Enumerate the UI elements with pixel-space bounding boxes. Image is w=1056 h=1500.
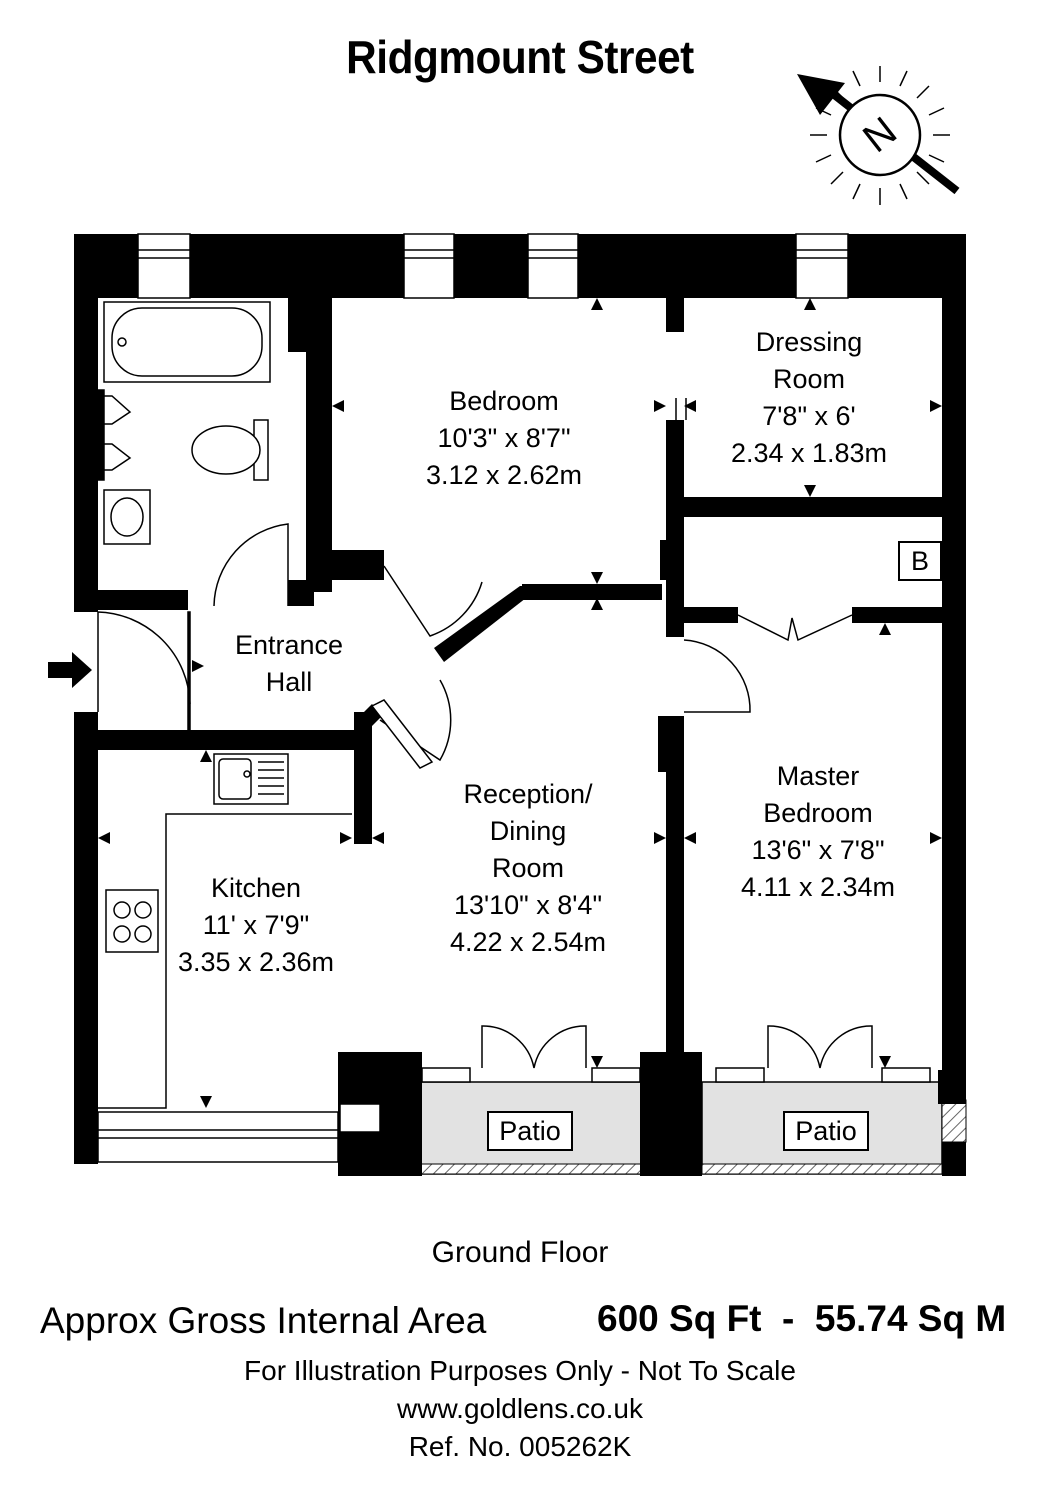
disclaimer: For Illustration Purposes Only - Not To … bbox=[244, 1355, 796, 1386]
room-master-bedroom: Master Bedroom 13'6" x 7'8" 4.11 x 2.34m bbox=[718, 758, 918, 906]
street-title: Ridgmount Street bbox=[346, 31, 694, 83]
patio-label-right: Patio bbox=[783, 1111, 869, 1151]
toilet-icon bbox=[191, 425, 261, 475]
room-name-line2: Dining bbox=[489, 816, 567, 846]
room-metric: 3.35 x 2.36m bbox=[177, 947, 335, 977]
website: www.goldlens.co.uk bbox=[397, 1393, 643, 1424]
room-name-line1: Dressing bbox=[755, 327, 863, 357]
dimension-arrows bbox=[98, 298, 942, 1108]
patio-label-left: Patio bbox=[487, 1111, 573, 1151]
entrance-arrow-icon bbox=[48, 652, 92, 688]
boiler-label: B bbox=[898, 541, 942, 581]
room-metric: 4.11 x 2.34m bbox=[740, 872, 896, 902]
hob-icon bbox=[105, 889, 159, 953]
room-entrance-hall: Entrance Hall bbox=[189, 627, 389, 701]
reference: Ref. No. 005262K bbox=[408, 1431, 632, 1462]
room-name-line1: Entrance bbox=[234, 630, 344, 660]
north-arrow-icon: N bbox=[797, 66, 960, 205]
room-metric: 4.22 x 2.54m bbox=[449, 927, 607, 957]
room-name-line2: Bedroom bbox=[763, 798, 873, 828]
room-name-line1: Master bbox=[776, 761, 860, 791]
room-metric: 2.34 x 1.83m bbox=[730, 438, 888, 468]
room-imperial: 13'6" x 7'8" bbox=[751, 835, 885, 865]
room-imperial: 13'10" x 8'4" bbox=[453, 890, 603, 920]
room-imperial: 7'8" x 6' bbox=[762, 401, 856, 431]
room-name-line1: Reception/ bbox=[463, 779, 593, 809]
bathroom-fittings bbox=[97, 301, 271, 545]
room-name-line2: Room bbox=[772, 364, 846, 394]
area-value: 600 Sq Ft - 55.74 Sq M bbox=[597, 1298, 1007, 1339]
floor-label: Ground Floor bbox=[431, 1236, 609, 1269]
room-imperial: 10'3" x 8'7" bbox=[437, 423, 571, 453]
room-name: Kitchen bbox=[210, 873, 302, 903]
room-imperial: 11' x 7'9" bbox=[202, 910, 310, 940]
room-dressing: Dressing Room 7'8" x 6' 2.34 x 1.83m bbox=[709, 324, 909, 472]
kitchen-fittings bbox=[98, 753, 352, 1109]
room-metric: 3.12 x 2.62m bbox=[425, 460, 583, 490]
room-reception: Reception/ Dining Room 13'10" x 8'4" 4.2… bbox=[428, 776, 628, 961]
walls bbox=[74, 234, 966, 1176]
area-label: Approx Gross Internal Area bbox=[40, 1300, 487, 1341]
doors bbox=[97, 398, 873, 1069]
room-kitchen: Kitchen 11' x 7'9" 3.35 x 2.36m bbox=[156, 870, 356, 981]
room-name: Bedroom bbox=[449, 386, 559, 416]
room-bedroom: Bedroom 10'3" x 8'7" 3.12 x 2.62m bbox=[404, 383, 604, 494]
room-name-line2: Hall bbox=[265, 667, 313, 697]
windows bbox=[97, 233, 931, 1163]
room-name-line3: Room bbox=[491, 853, 565, 883]
